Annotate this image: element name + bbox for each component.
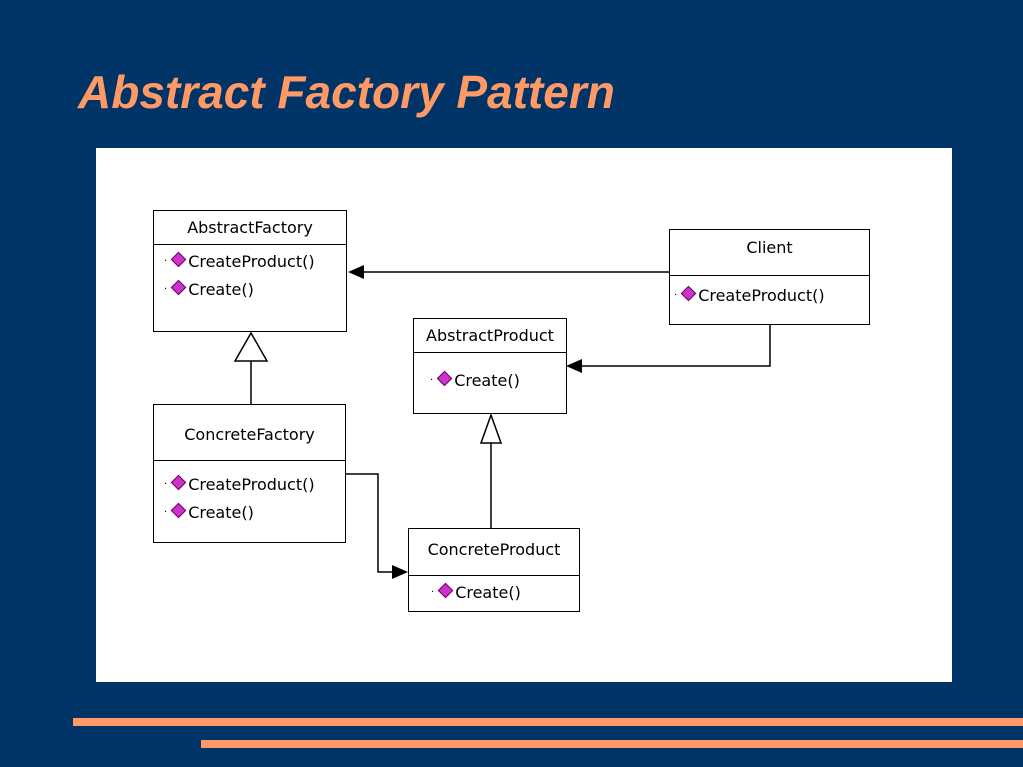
purple-diamond-icon: [436, 370, 453, 386]
class-name: AbstractProduct: [414, 319, 566, 353]
purple-diamond-icon: [170, 474, 187, 490]
class-abstract-product[interactable]: AbstractProduct ·Create(): [413, 318, 567, 414]
class-client[interactable]: Client ·CreateProduct(): [669, 229, 870, 325]
gen-concretefactory-abstractfactory-triangle: [233, 331, 269, 362]
accent-bar-top: [73, 718, 1023, 726]
assoc-client-abstractproduct-line: [582, 325, 771, 367]
accent-bar-bottom: [201, 740, 1023, 748]
class-name: ConcreteProduct: [409, 529, 579, 576]
class-name: AbstractFactory: [154, 211, 346, 245]
purple-diamond-icon: [437, 582, 454, 598]
purple-diamond-icon: [680, 285, 697, 301]
purple-diamond-icon: [170, 279, 187, 295]
assoc-client-abstractfactory-arrowhead: [348, 265, 364, 279]
class-concrete-product[interactable]: ConcreteProduct ·Create(): [408, 528, 580, 612]
purple-diamond-icon: [170, 502, 187, 518]
assoc-concretefactory-concreteproduct-line: [346, 473, 394, 573]
class-name: Client: [670, 230, 869, 276]
class-name: ConcreteFactory: [154, 405, 345, 461]
uml-diagram-panel: AbstractFactory ·CreateProduct() ·Create…: [96, 148, 952, 682]
class-concrete-factory[interactable]: ConcreteFactory ·CreateProduct() ·Create…: [153, 404, 346, 543]
operation-row: ·CreateProduct(): [164, 474, 315, 494]
operation-row: ·Create(): [164, 279, 254, 299]
operation-row: ·CreateProduct(): [164, 251, 315, 271]
operation-row: ·CreateProduct(): [674, 285, 825, 305]
assoc-concretefactory-concreteproduct-arrowhead: [392, 565, 408, 579]
connector-layer: [233, 265, 771, 579]
operation-row: ·Create(): [164, 502, 254, 522]
operation-row: ·Create(): [431, 582, 521, 602]
purple-diamond-icon: [170, 251, 187, 267]
gen-concreteproduct-abstractproduct-triangle: [479, 412, 503, 444]
class-abstract-factory[interactable]: AbstractFactory ·CreateProduct() ·Create…: [153, 210, 347, 332]
assoc-client-abstractproduct-arrowhead: [566, 359, 582, 373]
operation-row: ·Create(): [430, 370, 520, 390]
slide-title: Abstract Factory Pattern: [78, 66, 615, 118]
